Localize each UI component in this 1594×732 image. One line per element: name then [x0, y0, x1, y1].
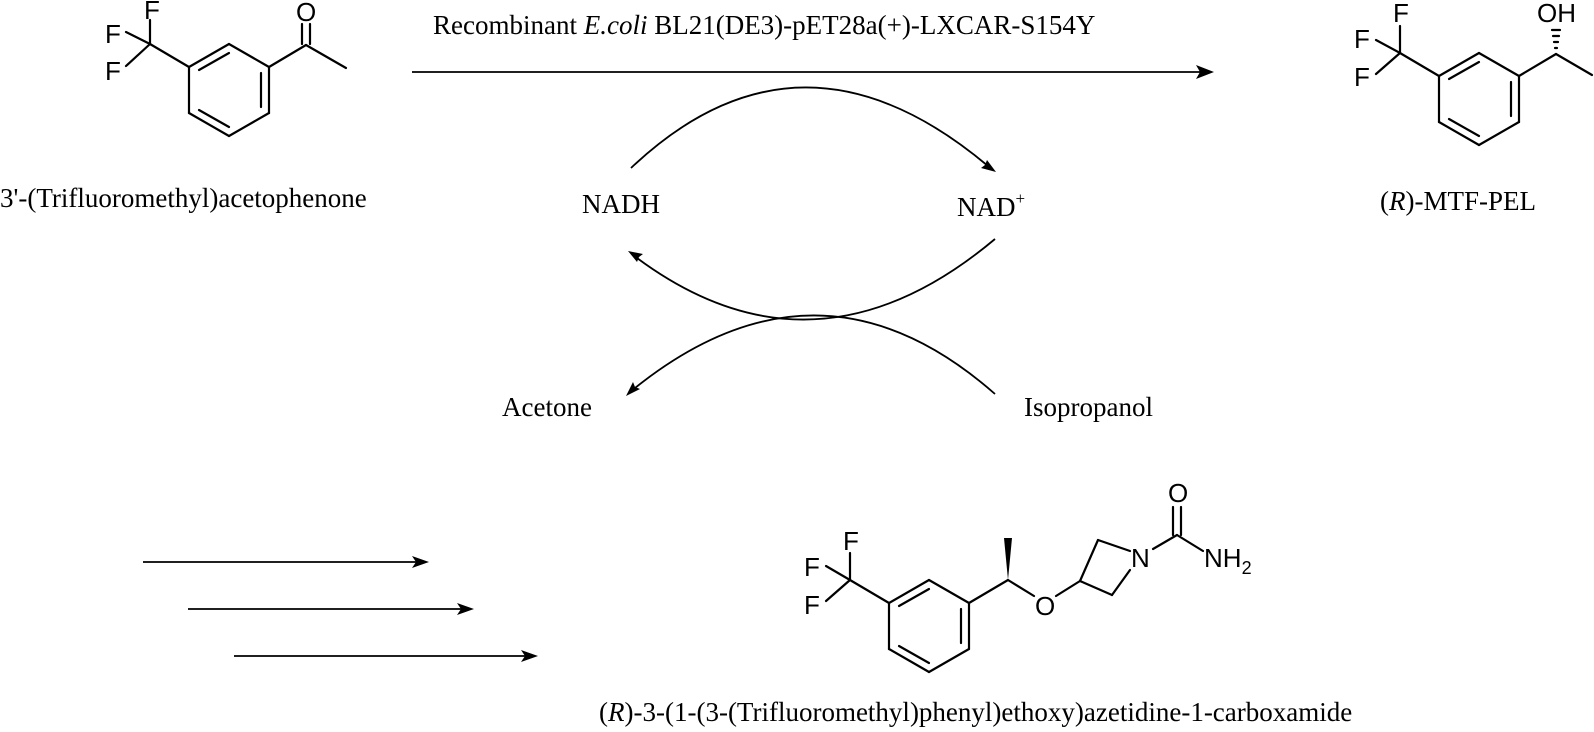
nad-plus-label: NAD+	[957, 189, 1025, 222]
atom-f1: F	[1393, 0, 1409, 28]
atom-f1: F	[843, 526, 859, 556]
trifluoromethyl-group-2: F F F	[1354, 0, 1441, 92]
atom-f3: F	[804, 590, 820, 620]
nad-charge: +	[1016, 189, 1026, 208]
atom-n-ring: N	[1131, 543, 1150, 573]
trifluoromethyl-group-3: F F F	[804, 526, 891, 620]
reagent-organism: E.coli	[583, 10, 648, 40]
atom-f3: F	[1354, 62, 1370, 92]
arc-nad-to-nadh	[628, 238, 996, 321]
intermediate-structure: F F F OH	[1354, 0, 1594, 147]
nad-base: NAD	[957, 192, 1016, 222]
azetidine-ring: N	[1078, 538, 1150, 597]
starting-material-name: 3'-(Trifluoromethyl)acetophenone	[0, 183, 367, 213]
solid-wedge-bond	[1004, 538, 1012, 580]
step-arrow-3	[234, 650, 538, 662]
nadh-label: NADH	[582, 189, 660, 219]
step-arrow-1	[143, 556, 429, 568]
multistep-arrows	[143, 556, 538, 662]
reagent-prefix: Recombinant	[433, 10, 584, 40]
atom-f2: F	[105, 19, 121, 49]
starting-material-structure: F F F O	[105, 0, 348, 138]
nh2-main: NH	[1204, 543, 1242, 573]
atom-o-carbonyl: O	[1168, 478, 1188, 508]
product-name-prefix: (	[599, 697, 608, 727]
intermediate-name-stereo: R	[1388, 186, 1406, 216]
nh2-subscript: 2	[1242, 558, 1252, 578]
atom-f2: F	[1354, 24, 1370, 54]
atom-f3: F	[105, 56, 121, 86]
chiral-ether-linker: O	[967, 538, 1082, 621]
atom-o-ether: O	[1035, 591, 1055, 621]
atom-f1: F	[144, 0, 160, 25]
benzene-ring-1	[187, 42, 271, 138]
arc-isopropanol-to-acetone	[626, 314, 996, 396]
acetyl-group: O	[267, 0, 348, 70]
intermediate-name: (R)-MTF-PEL	[1380, 186, 1536, 216]
step-arrow-2	[188, 603, 474, 615]
benzene-ring-3	[887, 578, 971, 674]
intermediate-name-suffix: )-MTF-PEL	[1406, 186, 1537, 216]
main-reaction-arrow	[412, 65, 1214, 79]
product-name-suffix: )-3-(1-(3-(Trifluoromethyl)phenyl)ethoxy…	[625, 697, 1353, 727]
atom-f2: F	[804, 552, 820, 582]
cosubstrate-cycle: Acetone Isopropanol	[502, 314, 1153, 422]
chiral-alcohol-group: OH	[1517, 0, 1594, 78]
intermediate-name-prefix: (	[1380, 186, 1389, 216]
arc-nadh-to-nad	[630, 86, 996, 172]
atom-o-ketone: O	[296, 0, 316, 27]
atom-nh2: NH2	[1204, 543, 1252, 578]
trifluoromethyl-group-1: F F F	[105, 0, 191, 86]
atom-oh: OH	[1537, 0, 1576, 28]
hashed-wedge-bond	[1550, 28, 1562, 50]
isopropanol-label: Isopropanol	[1024, 392, 1153, 422]
acetone-label: Acetone	[502, 392, 592, 422]
reagent-strain: BL21(DE3)-pET28a(+)-LXCAR-S154Y	[647, 10, 1095, 40]
final-product-name: (R)-3-(1-(3-(Trifluoromethyl)phenyl)etho…	[599, 697, 1352, 727]
cofactor-cycle: NADH NAD+	[582, 86, 1025, 321]
product-name-stereo: R	[607, 697, 625, 727]
carboxamide-group: O NH2	[1151, 478, 1252, 578]
benzene-ring-2	[1437, 51, 1521, 147]
final-product-structure: F F F O N O NH2	[804, 478, 1252, 674]
reagent-label: Recombinant E.coli BL21(DE3)-pET28a(+)-L…	[433, 10, 1095, 40]
